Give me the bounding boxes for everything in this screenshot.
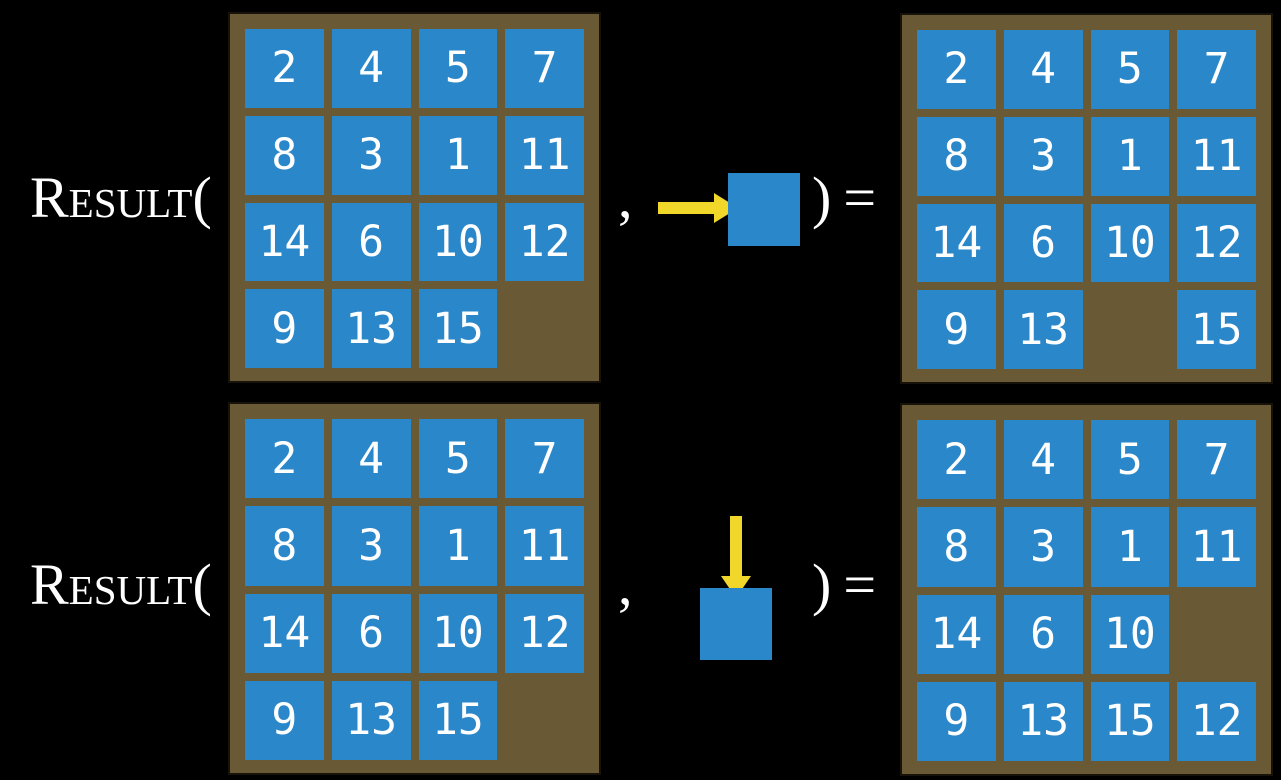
close-paren-equals: )=	[812, 556, 876, 614]
puzzle-tile-3: 3	[331, 115, 411, 195]
puzzle-tile-4: 4	[331, 419, 411, 499]
puzzle-tile-2: 2	[245, 419, 324, 499]
puzzle-tile-6: 6	[1003, 594, 1083, 674]
open-paren: (	[192, 552, 212, 617]
puzzle-blank	[1091, 290, 1170, 369]
puzzle-tile-7: 7	[505, 29, 584, 108]
puzzle-tile-5: 5	[418, 29, 498, 108]
result-function-label: Result(	[30, 556, 212, 614]
arrow-right-icon	[658, 193, 738, 223]
puzzle-tile-10: 10	[1090, 203, 1170, 283]
puzzle-tile-3: 3	[331, 506, 411, 586]
puzzle-tile-10: 10	[418, 202, 498, 282]
puzzle-tile-15: 15	[418, 680, 498, 760]
puzzle-tile-8: 8	[917, 116, 996, 196]
puzzle-tile-5: 5	[1090, 30, 1170, 109]
puzzle-tile-6: 6	[331, 202, 411, 282]
puzzle-tile-4: 4	[1003, 420, 1083, 500]
result-function-label: Result(	[30, 169, 212, 227]
puzzle-tile-12: 12	[1177, 681, 1256, 761]
puzzle-tile-7: 7	[1177, 420, 1256, 500]
puzzle-tile-11: 11	[505, 115, 584, 195]
puzzle-tile-11: 11	[1177, 507, 1256, 587]
puzzle-tile-1: 1	[1090, 116, 1170, 196]
puzzle-tile-9: 9	[917, 290, 996, 369]
open-paren: (	[192, 165, 212, 230]
puzzle-tile-13: 13	[331, 289, 411, 368]
puzzle-tile-13: 13	[331, 680, 411, 760]
puzzle-tile-8: 8	[917, 507, 996, 587]
puzzle-blank	[505, 289, 584, 368]
puzzle-tile-9: 9	[245, 289, 324, 368]
puzzle-tile-5: 5	[1090, 420, 1170, 500]
action-tile	[700, 588, 772, 660]
result-word: Result	[30, 165, 193, 230]
puzzle-tile-15: 15	[418, 289, 498, 368]
puzzle-tile-6: 6	[1003, 203, 1083, 283]
puzzle-tile-5: 5	[418, 419, 498, 499]
equals-sign: =	[843, 165, 877, 230]
comma: ,	[618, 165, 633, 230]
puzzle-tile-2: 2	[917, 420, 996, 500]
comma: ,	[618, 552, 633, 617]
equals-sign: =	[843, 552, 877, 617]
puzzle-tile-11: 11	[1177, 116, 1256, 196]
puzzle-tile-6: 6	[331, 593, 411, 673]
puzzle-tile-8: 8	[245, 115, 324, 195]
puzzle-tile-12: 12	[1177, 203, 1256, 283]
puzzle-tile-2: 2	[245, 29, 324, 108]
puzzle-tile-10: 10	[418, 593, 498, 673]
puzzle-tile-1: 1	[418, 506, 498, 586]
puzzle-blank	[1177, 595, 1256, 674]
puzzle-tile-8: 8	[245, 506, 324, 586]
result-word: Result	[30, 552, 193, 617]
puzzle-tile-14: 14	[917, 594, 996, 674]
puzzle-tile-13: 13	[1003, 681, 1083, 761]
puzzle-tile-10: 10	[1090, 594, 1170, 674]
puzzle-tile-15: 15	[1177, 290, 1256, 369]
puzzle-tile-11: 11	[505, 506, 584, 586]
puzzle-blank	[505, 681, 584, 760]
puzzle-tile-14: 14	[245, 593, 324, 673]
puzzle-tile-14: 14	[245, 202, 324, 282]
puzzle-tile-7: 7	[1177, 30, 1256, 109]
close-paren: )	[812, 552, 832, 617]
puzzle-tile-3: 3	[1003, 116, 1083, 196]
close-paren: )	[812, 165, 832, 230]
puzzle-tile-4: 4	[1003, 30, 1083, 109]
puzzle-tile-2: 2	[917, 30, 996, 109]
puzzle-tile-13: 13	[1003, 290, 1083, 369]
puzzle-tile-7: 7	[505, 419, 584, 499]
puzzle-tile-15: 15	[1090, 681, 1170, 761]
puzzle-tile-3: 3	[1003, 507, 1083, 587]
puzzle-tile-9: 9	[917, 681, 996, 761]
puzzle-tile-1: 1	[418, 115, 498, 195]
action-tile	[728, 173, 800, 246]
puzzle-tile-1: 1	[1090, 507, 1170, 587]
puzzle-tile-4: 4	[331, 29, 411, 108]
puzzle-tile-12: 12	[505, 593, 584, 673]
arrow-down-icon	[721, 516, 751, 598]
puzzle-tile-14: 14	[917, 203, 996, 283]
puzzle-tile-12: 12	[505, 202, 584, 282]
puzzle-tile-9: 9	[245, 680, 324, 760]
close-paren-equals: )=	[812, 169, 876, 227]
